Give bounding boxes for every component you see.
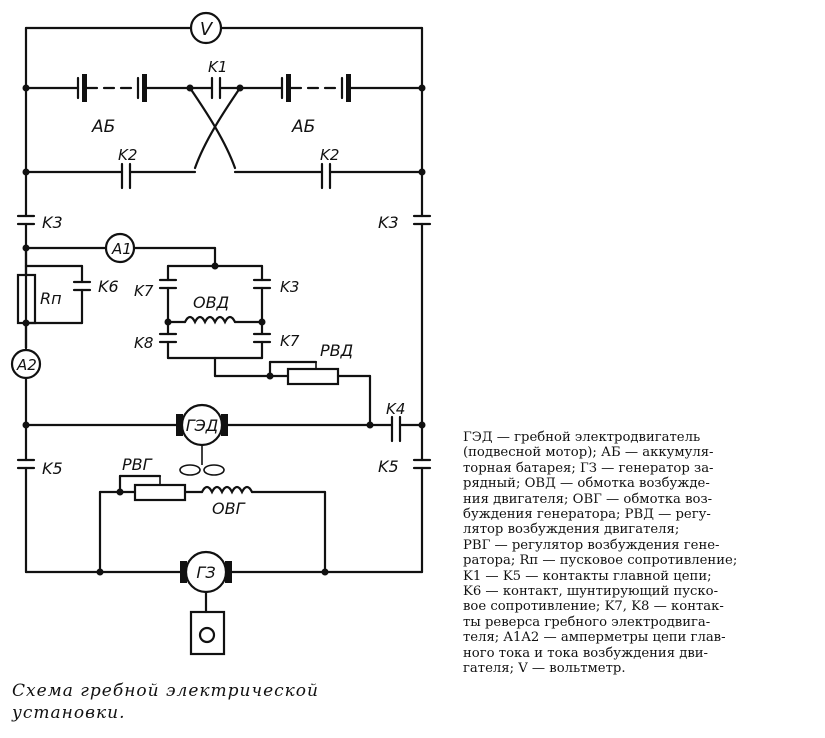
figure-caption: Схема гребной электрической установки.: [12, 680, 412, 724]
generator-engine: [189, 610, 226, 656]
k2-left-label: K2: [118, 146, 137, 164]
voltmeter-label: V: [200, 19, 214, 40]
legend-line: торная батарея; ГЗ — генератор за-: [463, 460, 714, 476]
rvg-label: РВГ: [122, 455, 153, 474]
generator-field: РВГ ОВГ: [98, 455, 327, 574]
motor-field-regulator: [286, 367, 340, 386]
k5-left-label: K5: [42, 459, 63, 478]
battery-left-label: АБ: [91, 117, 115, 137]
ged-label: ГЭД: [186, 416, 219, 435]
ovg-label: ОВГ: [212, 499, 246, 518]
a2-label: A2: [16, 356, 37, 374]
legend-line: (подвесной мотор); АБ — аккумуля-: [463, 445, 714, 461]
k2-row: K2 K2: [22, 86, 426, 218]
voltmeter-symbol: [189, 11, 223, 45]
legend-line: лятор возбуждения двигателя;: [463, 522, 680, 538]
legend-line: ГЭД — гребной электродвигатель: [463, 430, 701, 445]
legend-line: K6 — контакт, шунтирующий пуско-: [463, 584, 719, 600]
k5-right-label: K5: [378, 457, 399, 476]
k1-label: K1: [208, 58, 227, 76]
legend-line: ты реверса гребного электродвига-: [463, 614, 711, 630]
generator-field-winding: [200, 485, 254, 495]
legend-line: буждения генератора; РВД — регу-: [463, 507, 711, 523]
legend-line: ратора; Rп — пусковое сопротивление;: [463, 553, 738, 569]
generator-row: ГЗ: [24, 550, 424, 656]
k3-right-label: K3: [378, 213, 399, 232]
legend-line: рядный; ОВД — обмотка возбужде-: [463, 476, 710, 492]
k3-inner-label: K3: [280, 278, 299, 296]
k6-label: K6: [98, 277, 119, 296]
legend-text: ГЭД — гребной электродвигатель (подвесно…: [463, 430, 815, 677]
legend-line: теля; A1A2 — амперметры цепи глав-: [463, 630, 726, 646]
k7-left-label: K7: [134, 282, 154, 300]
propeller-icon: [179, 464, 201, 476]
k4-label: K4: [386, 400, 405, 418]
generator-field-regulator: [133, 483, 187, 502]
legend-line: РВГ — регулятор возбуждения гене-: [463, 537, 720, 553]
k5-contacts: K5 K5: [16, 457, 432, 574]
legend-line: ного тока и тока возбуждения дви-: [463, 645, 709, 661]
battery-row: K1 АБ АБ: [22, 58, 426, 137]
k7-right-label: K7: [280, 332, 300, 350]
rvd-label: РВД: [320, 341, 353, 360]
k2-right-label: K2: [320, 146, 339, 164]
legend-line: K1 — K5 — контакты главной цепи;: [463, 568, 712, 584]
caption-line: установки.: [12, 703, 126, 723]
legend-line: гателя; V — вольтметр.: [463, 661, 626, 677]
battery-cell: [82, 74, 87, 102]
k3-left-label: K3: [42, 213, 63, 232]
field-circuit: A1 Rп K6 K7 K3 ОВД: [16, 232, 372, 427]
legend-line: вое сопротивление; K7, K8 — контак-: [463, 599, 724, 615]
k8-label: K8: [134, 334, 153, 352]
rp-label: Rп: [40, 289, 62, 308]
legend-line: ния двигателя; ОВГ — обмотка воз-: [463, 491, 713, 507]
caption-line: Схема гребной электрической: [12, 681, 319, 701]
voltmeter-circuit: V: [24, 11, 424, 90]
g3-label: ГЗ: [196, 563, 215, 582]
motor-field-winding: [183, 315, 237, 325]
a1-label: A1: [111, 240, 132, 258]
ovd-label: ОВД: [193, 293, 229, 312]
main-motor-row: A2 ГЭД K4: [10, 348, 426, 476]
battery-right-label: АБ: [291, 117, 315, 137]
